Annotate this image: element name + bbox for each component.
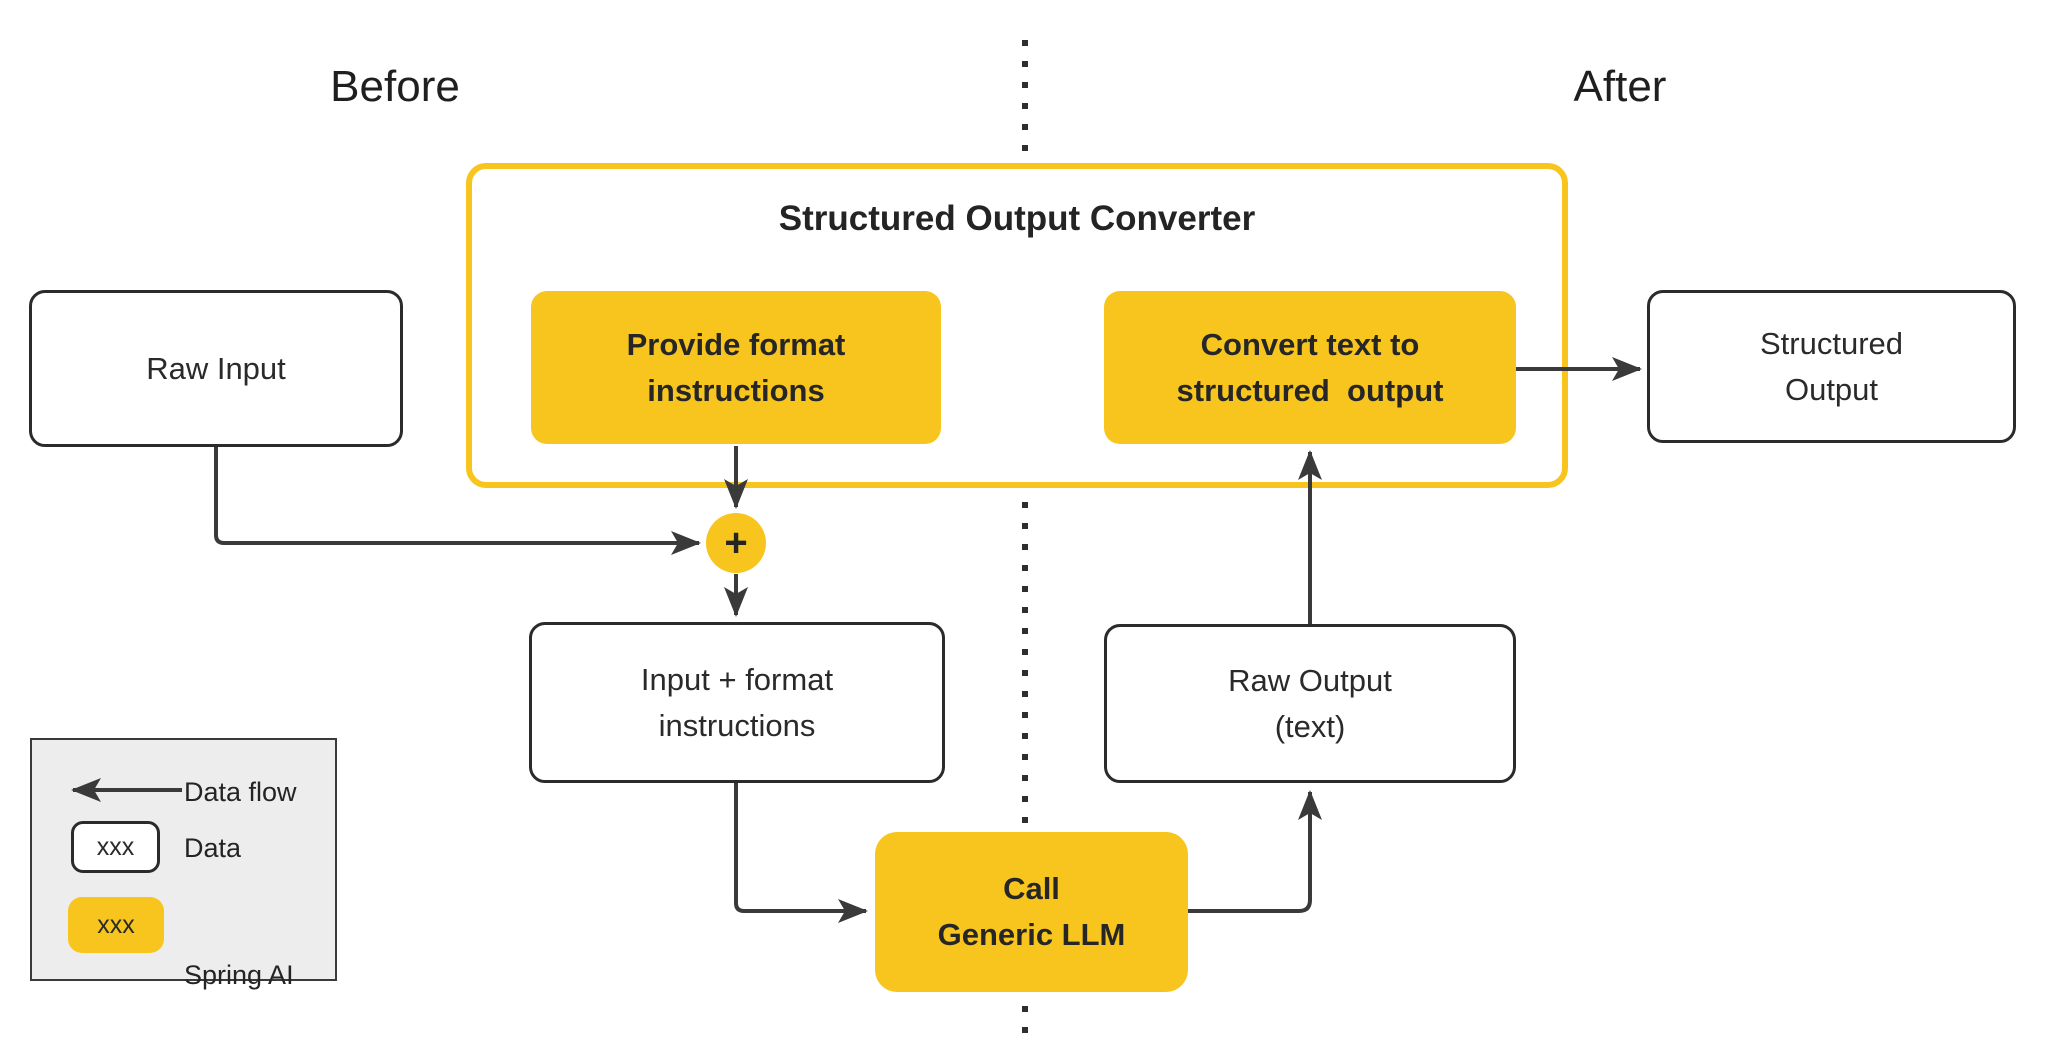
legend-data-flow-label: Data flow <box>184 777 297 807</box>
node-convert-text-line1: Convert text to <box>1200 326 1420 362</box>
arrow-input-format-to-call-llm <box>734 783 868 923</box>
after-section-label: After <box>1573 62 1667 111</box>
node-raw-output-line2: (text) <box>1274 708 1346 744</box>
legend: Data flow xxx Data xxx Spring AI utiliti… <box>30 738 337 990</box>
merge-plus-icon: + <box>706 513 766 573</box>
legend-spring-ai-label-line1: Spring AI <box>184 960 294 990</box>
arrow-call-llm-to-raw-output <box>1188 790 1322 913</box>
node-input-format-line2: instructions <box>658 707 816 743</box>
node-convert-text-to-structured-output: Convert text to structured output <box>1104 291 1516 444</box>
legend-spring-ai-chip-text: xxx <box>97 910 135 939</box>
node-call-llm-line1: Call <box>1003 871 1060 906</box>
node-raw-input: Raw Input <box>29 290 403 447</box>
legend-data-label: Data <box>184 833 242 863</box>
node-provide-format-line2: instructions <box>647 372 825 408</box>
node-raw-output-line1: Raw Output <box>1228 662 1392 698</box>
node-provide-format-line1: Provide format <box>626 326 846 362</box>
node-raw-output-text: Raw Output (text) <box>1104 624 1516 783</box>
legend-data-chip-text: xxx <box>96 832 135 861</box>
node-structured-output-line1: Structured <box>1759 325 1903 361</box>
node-input-format-line1: Input + format <box>640 661 834 697</box>
before-section-label: Before <box>330 62 460 111</box>
legend-spring-ai-chip: xxx <box>68 897 164 953</box>
before-after-divider <box>1022 40 1028 1035</box>
node-call-llm-line2: Generic LLM <box>937 917 1126 952</box>
node-structured-output-line2: Output <box>1784 371 1879 407</box>
node-convert-text-line2: structured output <box>1176 372 1444 408</box>
node-input-plus-format-instructions: Input + format instructions <box>529 622 945 783</box>
legend-data-chip: xxx <box>71 821 160 873</box>
node-call-generic-llm: Call Generic LLM <box>875 832 1188 992</box>
node-structured-output: Structured Output <box>1647 290 2016 443</box>
merge-plus-symbol: + <box>724 520 748 565</box>
node-raw-input-label: Raw Input <box>146 350 286 386</box>
legend-spring-ai-label: Spring AI utilities <box>184 893 294 1037</box>
node-provide-format-instructions: Provide format instructions <box>531 291 941 444</box>
converter-group-title: Structured Output Converter <box>778 199 1256 238</box>
